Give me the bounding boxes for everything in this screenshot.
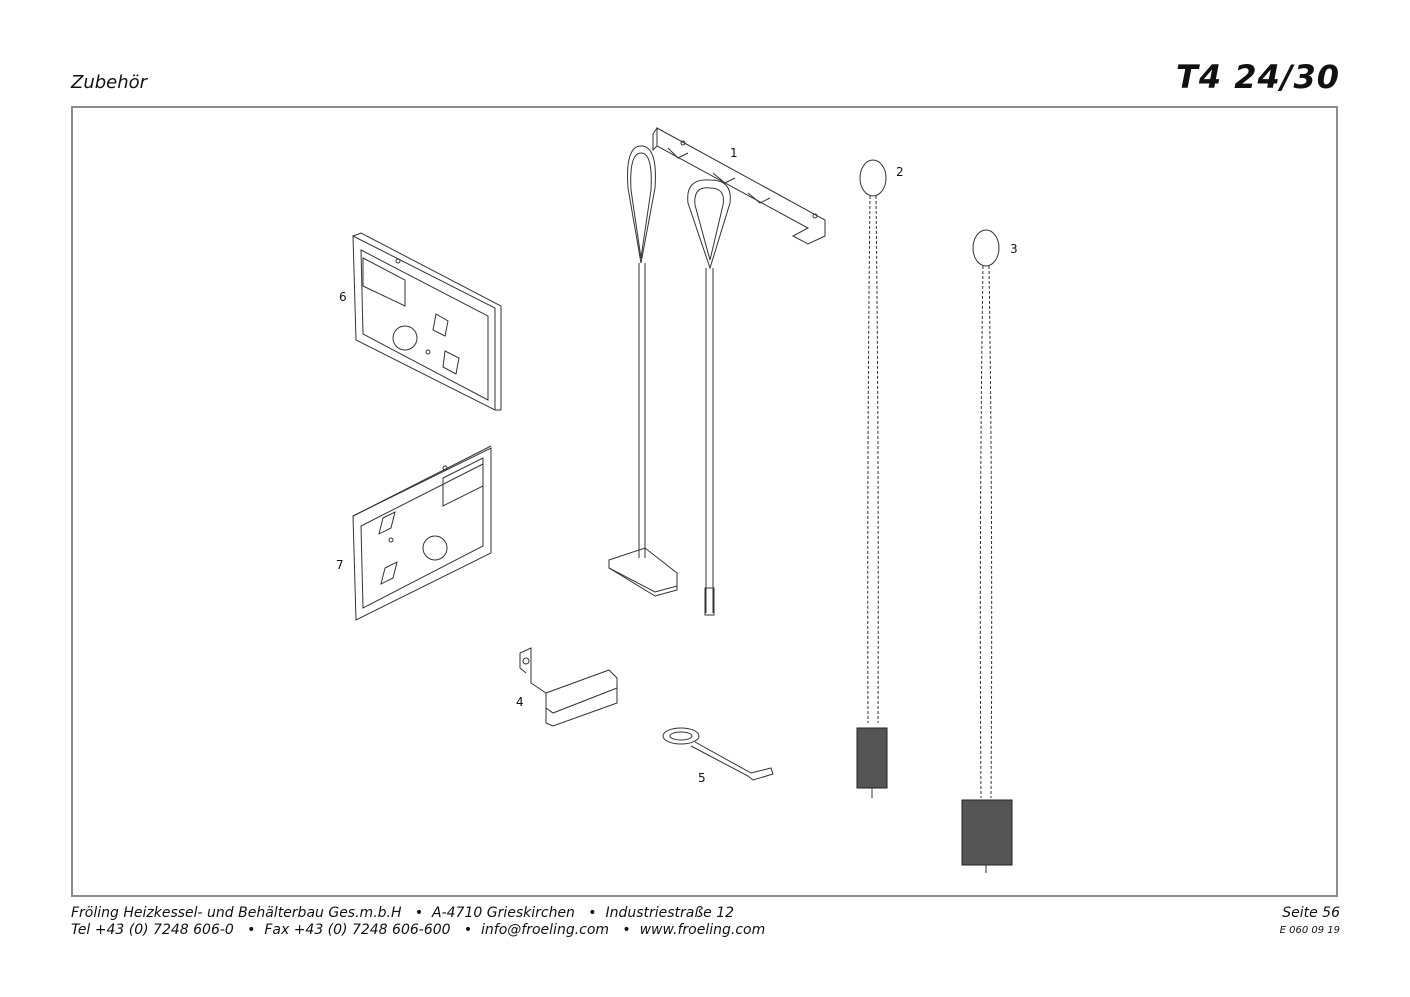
callout-6: 6 bbox=[339, 290, 347, 304]
part-6-panel bbox=[352, 232, 502, 411]
part-3-cleaning-brush bbox=[961, 229, 1013, 873]
footer-contact: Tel +43 (0) 7248 606-0 • Fax +43 (0) 724… bbox=[71, 922, 766, 938]
callout-5: 5 bbox=[698, 771, 706, 785]
document-code: E 060 09 19 bbox=[1279, 925, 1340, 936]
section-title: Zubehör bbox=[71, 72, 148, 93]
footer-company-address: Fröling Heizkessel- und Behälterbau Ges.… bbox=[71, 905, 735, 921]
page-number: Seite 56 bbox=[1282, 905, 1340, 921]
part-2-cleaning-brush bbox=[856, 159, 888, 798]
part-4-bracket bbox=[519, 647, 618, 727]
callout-3: 3 bbox=[1010, 242, 1018, 256]
callout-1: 1 bbox=[730, 146, 738, 160]
exploded-parts-drawing bbox=[352, 127, 1013, 873]
model-title: T4 24/30 bbox=[1176, 58, 1340, 96]
part-7-panel bbox=[352, 445, 492, 621]
part-1-tool-holder bbox=[608, 127, 826, 616]
callout-7: 7 bbox=[336, 558, 344, 572]
part-5-wrench bbox=[662, 727, 774, 781]
callout-2: 2 bbox=[896, 165, 904, 179]
drawing-frame: 1 2 3 4 5 6 7 bbox=[71, 106, 1338, 897]
callout-4: 4 bbox=[516, 695, 524, 709]
